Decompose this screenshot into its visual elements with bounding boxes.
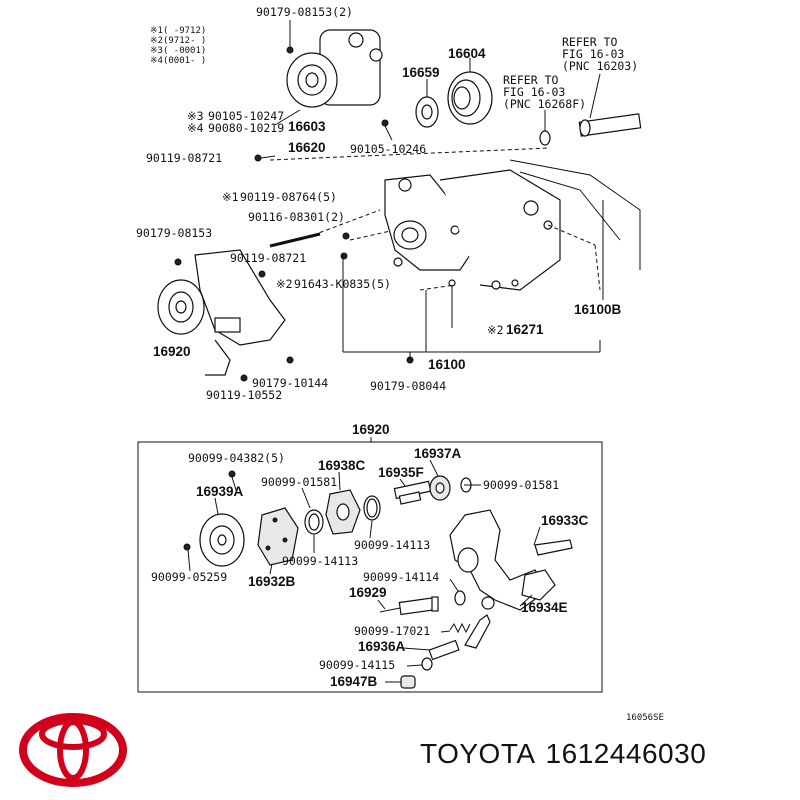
footer-caption: TOYOTA 1612446030 — [420, 738, 790, 782]
label-16920-top: 16920 — [153, 344, 191, 359]
label-16938c: 16938C — [318, 458, 366, 473]
label-90119-08764: 90119-08764(5) — [240, 190, 337, 204]
brand-name: TOYOTA — [420, 738, 536, 769]
mark-1: ※1 — [222, 190, 239, 204]
svg-text:FIG 16-03: FIG 16-03 — [562, 47, 624, 61]
washer-16659 — [415, 79, 439, 128]
legend-row-2: ※2(9712- ) — [150, 36, 206, 46]
refer-pipe — [539, 73, 642, 146]
label-16920-box: 16920 — [352, 422, 390, 437]
breakdown-leaders — [187, 459, 541, 683]
label-16659: 16659 — [402, 65, 440, 80]
label-16100b: 16100B — [574, 302, 622, 317]
legend-row-4: ※4(0001- ) — [150, 56, 206, 66]
label-90105-10247: 90105-10247 — [208, 109, 284, 123]
idler-pulley-assembly — [286, 20, 383, 108]
label-90080-10219: 90080-10219 — [208, 121, 284, 135]
label-90119-08721-b: 90119-08721 — [230, 251, 306, 265]
legend-row-3: ※3( -0001) — [150, 46, 206, 56]
svg-text:REFER TO: REFER TO — [503, 73, 558, 87]
label-16604: 16604 — [448, 46, 486, 61]
stud-bolts — [174, 232, 414, 382]
label-16939a: 16939A — [196, 484, 244, 499]
label-90116-08301: 90116-08301(2) — [248, 210, 345, 224]
bolts-upper — [254, 109, 393, 162]
svg-text:(PNC 16203): (PNC 16203) — [562, 59, 638, 73]
label-16937a: 16937A — [414, 446, 462, 461]
label-90099-14115: 90099-14115 — [319, 658, 395, 672]
breakdown-box — [137, 441, 603, 693]
label-90099-14114: 90099-14114 — [363, 570, 439, 584]
label-16933c: 16933C — [541, 513, 589, 528]
svg-text:(PNC 16268F): (PNC 16268F) — [503, 97, 586, 111]
label-16934e: 16934E — [521, 600, 568, 615]
refer-note-a: REFER TO FIG 16-03 (PNC 16203) — [562, 35, 638, 73]
label-90099-05259: 90099-05259 — [151, 570, 227, 584]
label-91643-k0835: 91643-K0835(5) — [294, 277, 391, 291]
breakdown-parts — [183, 470, 573, 689]
mark-2-a: ※2 — [276, 277, 293, 291]
label-90099-01581-a: 90099-01581 — [261, 475, 337, 489]
label-90179-08044: 90179-08044 — [370, 379, 446, 393]
label-90179-08153-2: 90179-08153(2) — [256, 5, 353, 19]
svg-text:REFER TO: REFER TO — [562, 35, 617, 49]
label-16936a: 16936A — [358, 639, 406, 654]
part-number: 1612446030 — [545, 738, 707, 769]
label-90099-14113-a: 90099-14113 — [354, 538, 430, 552]
svg-text:FIG 16-03: FIG 16-03 — [503, 85, 565, 99]
label-16620: 16620 — [288, 140, 326, 155]
label-16947b: 16947B — [330, 674, 378, 689]
upper-labels: 90179-08153(2) 16604 16659 ※3 90105-1024… — [136, 5, 622, 402]
legend: ※1( -9712) ※2(9712- ) ※3( -0001) ※4(0001… — [150, 26, 206, 66]
label-90099-01581-b: 90099-01581 — [483, 478, 559, 492]
label-90099-14113-b: 90099-14113 — [282, 554, 358, 568]
pulley-16604 — [447, 58, 493, 125]
breakdown-labels: 90099-04382(5) 16938C 16937A 16935F 9009… — [151, 446, 664, 723]
label-90099-17021: 90099-17021 — [354, 624, 430, 638]
label-90119-10552: 90119-10552 — [206, 388, 282, 402]
refer-note-b: REFER TO FIG 16-03 (PNC 16268F) — [503, 73, 586, 111]
water-pump-housing — [384, 159, 641, 291]
leader-dash-2 — [349, 229, 396, 241]
label-90119-08721-a: 90119-08721 — [146, 151, 222, 165]
mark-2-b: ※2 — [487, 323, 504, 337]
label-90179-08153: 90179-08153 — [136, 226, 212, 240]
label-16271: 16271 — [506, 322, 544, 337]
label-90179-10144: 90179-10144 — [252, 376, 328, 390]
label-16935f: 16935F — [378, 465, 424, 480]
label-90099-04382: 90099-04382(5) — [188, 451, 285, 465]
mark-3: ※3 — [187, 109, 204, 123]
label-16100: 16100 — [428, 357, 466, 372]
leader-dash-1 — [269, 147, 551, 161]
legend-row-1: ※1( -9712) — [150, 26, 206, 36]
toyota-logo — [19, 713, 127, 787]
power-steering-pump-small — [157, 249, 286, 376]
label-16603: 16603 — [288, 119, 326, 134]
diagram-code: 16056SE — [626, 713, 664, 723]
label-16929: 16929 — [349, 585, 387, 600]
label-16932b: 16932B — [248, 574, 296, 589]
label-90105-10246: 90105-10246 — [350, 142, 426, 156]
mark-4: ※4 — [187, 121, 204, 135]
